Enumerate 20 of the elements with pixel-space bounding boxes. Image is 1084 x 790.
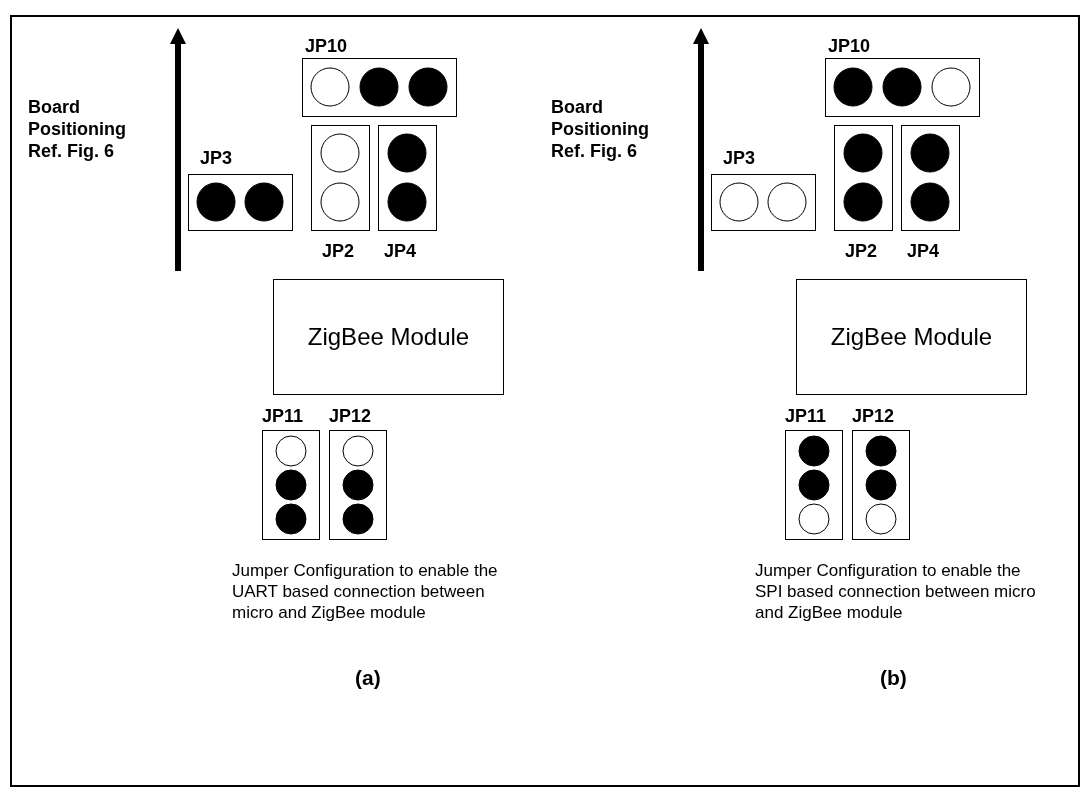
jumper-label: JP12 [329,406,372,426]
jumper-label: JP11 [262,406,304,426]
jumper-label: JP3 [200,148,233,168]
panel-tag: (a) [355,666,381,690]
side-note: Board Positioning Ref. Fig. 6 [551,96,650,162]
caption-text: Jumper Configuration to enable the UART based connection between micro and ZigBee module [232,560,499,623]
panel-tag: (b) [880,666,907,690]
jumper-label: JP10 [305,36,348,56]
jumper-label: JP2 [322,241,355,261]
module-box: ZigBee Module [273,279,504,395]
jumper-label: JP4 [907,241,940,261]
side-note: Board Positioning Ref. Fig. 6 [28,96,127,162]
jumper-label: JP4 [384,241,417,261]
jumper-label: JP2 [845,241,878,261]
caption-text: Jumper Configuration to enable the SPI based connection between micro and ZigBee module [755,560,1037,623]
jumper-label: JP3 [723,148,756,168]
jumper-label: JP10 [828,36,871,56]
jumper-label: JP11 [785,406,827,426]
jumper-label: JP12 [852,406,895,426]
module-box: ZigBee Module [796,279,1027,395]
